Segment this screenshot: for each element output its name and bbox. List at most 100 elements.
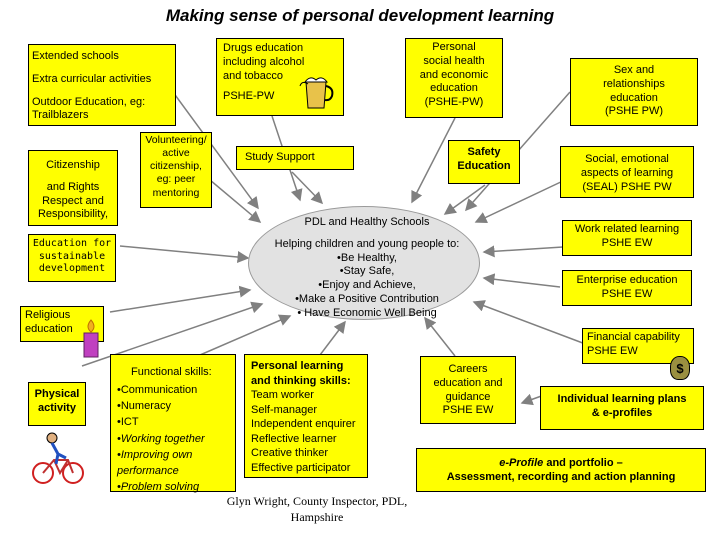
functional-item: performance: [117, 464, 179, 477]
drugs-line4: PSHE-PW: [223, 90, 275, 103]
work-related-box: Work related learning PSHE EW: [562, 220, 692, 256]
volunteering-line2: active: [162, 147, 190, 160]
eprofile-line1: and portfolio –: [543, 457, 623, 469]
functional-heading: Functional skills:: [131, 366, 212, 378]
footer-line2: Hampshire: [290, 509, 344, 524]
sustainable-line2: sustainable: [38, 250, 106, 262]
hub-heading: PDL and Healthy Schools: [304, 216, 430, 228]
plts-item: Self-manager: [251, 403, 318, 416]
plts-item: Independent enquirer: [251, 418, 356, 431]
eprofile-box: e-Profile and portfolio – Assessment, re…: [416, 448, 706, 492]
plts-item: Creative thinker: [251, 447, 329, 460]
financial-line2: PSHE EW: [587, 344, 638, 357]
functional-item: •Working together: [117, 432, 205, 445]
seal-line3: (SEAL) PSHE PW: [582, 180, 672, 193]
beer-glass-icon: [299, 77, 334, 109]
footer-line1: Glyn Wright, County Inspector, PDL,: [226, 494, 408, 508]
plts-item: Team worker: [251, 389, 314, 402]
pshe-line1: Personal: [432, 41, 476, 53]
functional-item: •Communication: [117, 384, 198, 397]
physical-line1: Physical: [34, 388, 80, 400]
functional-item: •Improving own: [117, 448, 193, 461]
drugs-education-box: Drugs education including alcohol and to…: [216, 38, 344, 116]
financial-line1: Financial capability: [587, 331, 680, 343]
drugs-line1: Drugs education: [223, 42, 304, 54]
pshe-box: Personal social health and economic educ…: [405, 38, 503, 118]
pshe-line2: social health: [423, 54, 485, 67]
plans-line1: Individual learning plans: [557, 393, 687, 405]
work-line2: PSHE EW: [601, 236, 653, 249]
enterprise-box: Enterprise education PSHE EW: [562, 270, 692, 306]
plans-line2: & e-profiles: [591, 406, 653, 419]
functional-item: •Problem solving: [117, 481, 200, 494]
seal-line1: Social, emotional: [585, 153, 669, 165]
hub-item: •Stay Safe,: [339, 265, 395, 278]
candle-icon: [83, 319, 99, 358]
seal-line2: aspects of learning: [580, 166, 674, 179]
volunteering-line3: citizenship,: [150, 160, 202, 173]
drugs-line2: including alcohol: [223, 55, 305, 68]
safety-line2: Education: [457, 159, 511, 172]
religious-line2: education: [25, 322, 73, 335]
sex-line1: Sex and: [613, 64, 655, 76]
volunteering-line5: mentoring: [152, 186, 200, 199]
citizenship-line2: Respect and: [42, 194, 104, 207]
hub-item: • Have Economic Well Being: [297, 306, 437, 319]
drugs-line3: and tobacco: [223, 69, 283, 82]
money-bag-icon: $: [670, 356, 690, 380]
plts-heading1: Personal learning: [251, 360, 344, 372]
pshe-line4: education: [430, 82, 478, 95]
functional-item: •Numeracy: [117, 400, 171, 413]
careers-box: Careers education and guidance PSHE EW: [420, 356, 516, 424]
hub-item: •Make a Positive Contribution: [295, 292, 439, 305]
religious-education-box: Religious education: [20, 306, 104, 342]
sex-line3: education: [610, 91, 658, 104]
functional-item: •ICT: [117, 416, 139, 429]
plts-box: Personal learning and thinking skills: T…: [244, 354, 368, 478]
plts-heading2: and thinking skills:: [251, 374, 351, 387]
plts-item: Reflective learner: [251, 432, 337, 445]
volunteering-box: Volunteering/ active citizenship, eg: pe…: [140, 132, 212, 208]
extended-schools-box: Extended schools Extra curricular activi…: [28, 44, 176, 126]
volunteering-line4: eg: peer: [156, 173, 196, 186]
pshe-line5: (PSHE-PW): [424, 96, 484, 108]
physical-line2: activity: [38, 401, 76, 414]
sustainable-line1: Education for: [32, 238, 112, 249]
footer-credit: Glyn Wright, County Inspector, PDL, Hamp…: [222, 494, 412, 525]
extended-schools-line2: Outdoor Education, eg: Trailblazers: [32, 95, 146, 122]
careers-line4: PSHE EW: [442, 404, 494, 417]
religious-line1: Religious: [25, 309, 71, 321]
central-hub-text: PDL and Healthy Schools Helping children…: [240, 216, 494, 320]
careers-line2: education and: [433, 376, 503, 389]
citizenship-line3: Responsibility,: [37, 208, 109, 221]
sex-line4: (PSHE PW): [604, 105, 664, 118]
hub-intro: Helping children and young people to:: [274, 237, 460, 250]
plts-item: Effective participator: [251, 461, 351, 474]
sex-relationships-box: Sex and relationships education (PSHE PW…: [570, 58, 698, 126]
cyclist-icon: [32, 432, 84, 484]
seal-box: Social, emotional aspects of learning (S…: [560, 146, 694, 198]
pshe-line3: and economic: [419, 68, 489, 81]
eprofile-label: e-Profile: [499, 457, 544, 469]
enterprise-line1: Enterprise education: [576, 274, 678, 286]
hub-item: •Enjoy and Achieve,: [318, 279, 416, 291]
study-support-box: Study Support: [236, 146, 354, 170]
citizenship-heading: Citizenship: [46, 159, 100, 171]
hub-item: •Be Healthy,: [337, 251, 397, 264]
citizenship-line1: and Rights: [46, 180, 100, 193]
careers-line1: Careers: [448, 363, 488, 375]
citizenship-box: Citizenship and Rights Respect and Respo…: [28, 150, 118, 226]
volunteering-line1: Volunteering/: [145, 134, 207, 146]
sustainable-line3: development: [38, 263, 106, 274]
functional-skills-box: Functional skills: •Communication •Numer…: [110, 354, 236, 494]
central-hub-ellipse: [248, 206, 480, 320]
work-line1: Work related learning: [574, 223, 680, 235]
sustainable-development-box: Education for sustainable development: [28, 234, 116, 282]
enterprise-line2: PSHE EW: [601, 287, 653, 300]
careers-line3: guidance: [445, 390, 491, 403]
safety-line1: Safety: [467, 146, 501, 158]
physical-activity-box: Physical activity: [28, 382, 86, 426]
dollar-sign: $: [676, 361, 684, 376]
page-title: Making sense of personal development lea…: [165, 6, 555, 25]
extended-schools-heading: Extended schools: [32, 50, 119, 62]
